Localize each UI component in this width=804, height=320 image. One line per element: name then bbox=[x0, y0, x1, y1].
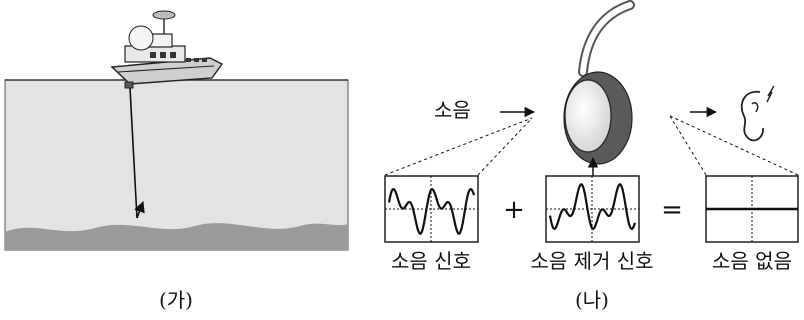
plus-operator: + bbox=[503, 195, 525, 225]
no-noise-label: 소음 없음 bbox=[712, 249, 792, 273]
noise-signal-box bbox=[384, 175, 479, 243]
ship-icon bbox=[110, 10, 224, 89]
cancel-signal-label: 소음 제거 신호 bbox=[530, 249, 653, 273]
sonar-beam-down bbox=[129, 87, 138, 219]
no-noise-box bbox=[705, 175, 799, 243]
sonar-beam-up bbox=[134, 200, 145, 219]
cancel-signal-box bbox=[545, 175, 640, 243]
panel-a-sea-scene: (가) bbox=[4, 10, 349, 312]
ear-icon bbox=[740, 85, 775, 142]
noise-label: 소음 bbox=[434, 98, 471, 122]
dashed-guides bbox=[384, 115, 799, 176]
equals-operator: = bbox=[661, 195, 683, 225]
sea-water bbox=[4, 79, 349, 251]
noise-waveform bbox=[387, 187, 476, 235]
cancel-waveform bbox=[548, 183, 637, 231]
panel-a-caption: (가) bbox=[159, 288, 193, 312]
headphone-icon bbox=[563, 0, 635, 165]
seabed bbox=[5, 223, 348, 250]
noise-signal-label: 소음 신호 bbox=[391, 249, 471, 273]
panel-b-noise-cancel: 소음 + = bbox=[384, 0, 799, 312]
panel-b-caption: (나) bbox=[575, 288, 609, 312]
